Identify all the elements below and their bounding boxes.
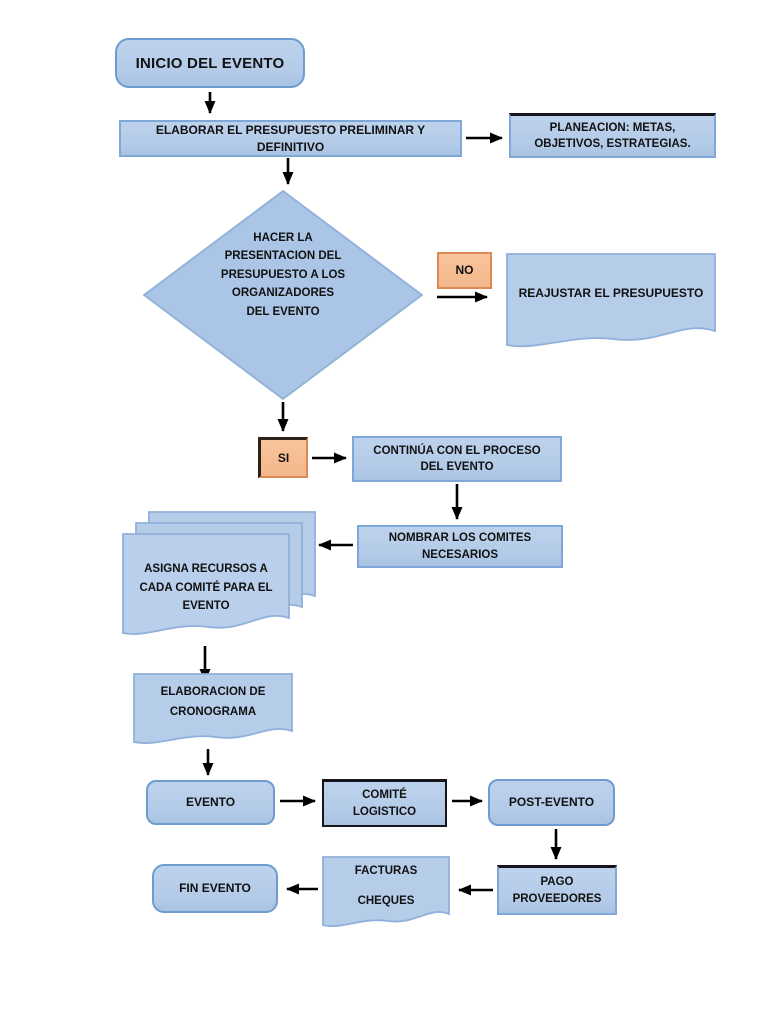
node-planeacion: PLANEACION: METAS, OBJETIVOS, ESTRATEGIA… — [509, 113, 716, 158]
node-branch-si: SI — [258, 437, 308, 478]
node-label: EVENTO — [185, 795, 236, 810]
node-label: POST-EVENTO — [508, 795, 595, 810]
node-post-evento: POST-EVENTO — [488, 779, 615, 826]
node-label: REAJUSTAR EL PRESUPUESTO — [518, 285, 704, 300]
node-label: COMITÉ LOGISTICO — [352, 789, 417, 818]
node-comite-logistico: COMITÉ LOGISTICO — [322, 779, 447, 827]
document-shape — [322, 856, 450, 927]
node-label: FACTURAS CHEQUES — [354, 864, 418, 907]
node-asigna-recursos: ASIGNA RECURSOS A CADA COMITÉ PARA EL EV… — [122, 511, 316, 644]
diamond-shape — [143, 190, 423, 400]
node-inicio-del-evento: INICIO DEL EVENTO — [115, 38, 305, 88]
node-elaboracion-cronograma: ELABORACION DE CRONOGRAMA — [133, 673, 293, 750]
node-label: FIN EVENTO — [179, 881, 251, 896]
node-label: PLANEACION: METAS, OBJETIVOS, ESTRATEGIA… — [534, 121, 691, 150]
node-pago-proveedores: PAGO PROVEEDORES — [497, 865, 617, 915]
node-label: INICIO DEL EVENTO — [135, 54, 285, 72]
node-elaborar-presupuesto: ELABORAR EL PRESUPUESTO PRELIMINAR Y DEF… — [119, 120, 462, 157]
node-decision-presentacion: HACER LA PRESENTACION DEL PRESUPUESTO A … — [143, 190, 423, 400]
node-label: ELABORACION DE CRONOGRAMA — [160, 685, 266, 718]
node-facturas-cheques: FACTURAS CHEQUES — [322, 856, 450, 933]
node-fin-evento: FIN EVENTO — [152, 864, 278, 913]
node-label: NO — [455, 263, 474, 278]
document-shape-front — [122, 533, 290, 635]
node-label: ELABORAR EL PRESUPUESTO PRELIMINAR Y DEF… — [155, 122, 426, 154]
node-evento: EVENTO — [146, 780, 275, 825]
node-label: PAGO PROVEEDORES — [512, 876, 602, 905]
document-shape — [506, 253, 716, 348]
document-shape — [133, 673, 293, 744]
node-reajustar-presupuesto: REAJUSTAR EL PRESUPUESTO — [506, 253, 716, 355]
node-nombrar-comites: NOMBRAR LOS COMITES NECESARIOS — [357, 525, 563, 568]
node-label: CONTINÚA CON EL PROCESO DEL EVENTO — [373, 444, 541, 473]
node-label: NOMBRAR LOS COMITES NECESARIOS — [388, 532, 532, 561]
node-branch-no: NO — [437, 252, 492, 289]
node-label: SI — [277, 450, 290, 465]
node-label: HACER LA PRESENTACION DEL PRESUPUESTO A … — [220, 232, 346, 318]
node-continua-proceso: CONTINÚA CON EL PROCESO DEL EVENTO — [352, 436, 562, 482]
node-label: ASIGNA RECURSOS A CADA COMITÉ PARA EL EV… — [139, 563, 273, 613]
